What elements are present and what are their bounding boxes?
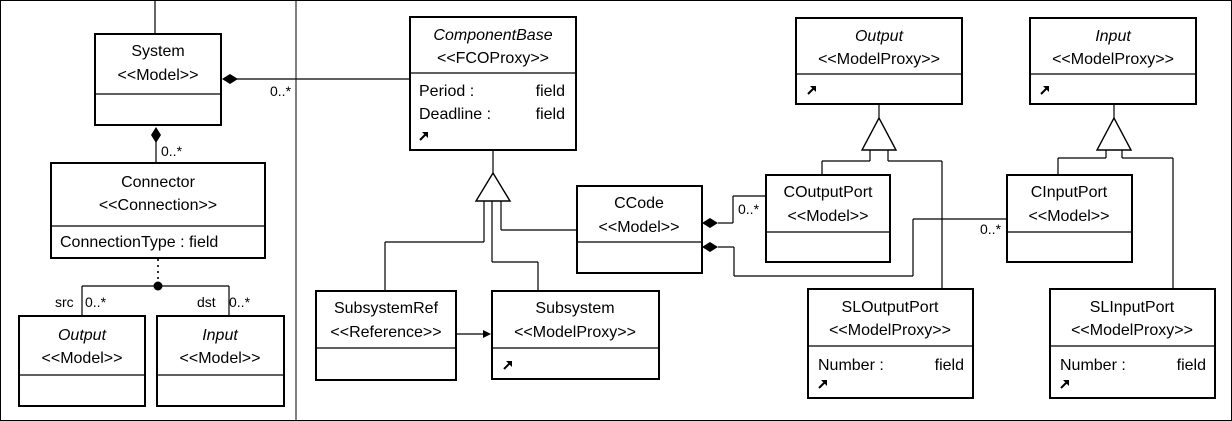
mult-ccode-cinput: 0..* [980, 221, 1002, 237]
north-east-arrow-icon [1040, 86, 1049, 95]
class-stereotype: <<ModelProxy>> [514, 324, 636, 341]
mult-dst: 0..* [229, 294, 251, 310]
north-east-arrow-icon [419, 132, 428, 141]
class-stereotype: <<ModelProxy>> [829, 322, 951, 339]
attr-period-name: Period : [419, 83, 474, 100]
class-slinputport[interactable]: SLInputPort <<ModelProxy>> Number : fiel… [1049, 288, 1216, 399]
generalization-triangle-output [860, 116, 898, 151]
class-stereotype: <<FCOProxy>> [437, 50, 549, 67]
class-name: SubsystemRef [334, 300, 439, 317]
composition-diamond-system-component [222, 74, 238, 84]
class-stereotype: <<ModelProxy>> [1052, 51, 1174, 68]
class-stereotype: <<Model>> [118, 67, 199, 84]
north-east-arrow-icon [818, 380, 827, 389]
reference-arrowhead [483, 330, 491, 338]
attr-period-type: field [536, 83, 565, 100]
class-stereotype: <<Model>> [599, 219, 680, 236]
class-subsystem[interactable]: Subsystem <<ModelProxy>> [491, 290, 660, 380]
class-coutputport[interactable]: COutputPort <<Model>> [765, 174, 891, 263]
class-name: SLOutputPort [842, 299, 940, 316]
attr-number-type: field [935, 357, 964, 374]
class-connector[interactable]: Connector <<Connection>> ConnectionType … [50, 162, 266, 259]
class-name: System [131, 43, 184, 60]
class-output-left[interactable]: Output <<Model>> [18, 315, 146, 407]
class-name: COutputPort [784, 184, 873, 201]
class-componentbase[interactable]: ComponentBase <<FCOProxy>> Period : fiel… [409, 16, 577, 151]
north-east-arrow-icon [1060, 380, 1069, 389]
attr-deadline-type: field [536, 106, 565, 123]
attr-number-name: Number : [818, 357, 884, 374]
class-name: ComponentBase [433, 27, 552, 44]
north-east-arrow-icon [503, 361, 512, 370]
class-stereotype: <<Model>> [180, 350, 261, 367]
class-cinputport[interactable]: CInputPort <<Model>> [1006, 174, 1133, 263]
class-attribute: ConnectionType : field [60, 234, 218, 251]
mult-system-connector: 0..* [161, 143, 183, 159]
class-input-left[interactable]: Input <<Model>> [156, 315, 285, 407]
class-name: Output [855, 28, 904, 45]
class-name: Input [1095, 28, 1131, 45]
class-stereotype: <<Model>> [1029, 208, 1110, 225]
mult-src: 0..* [85, 294, 107, 310]
composition-diamond-ccode-coutput [702, 218, 718, 228]
mult-system-component: 0..* [270, 83, 292, 99]
attr-number-name: Number : [1060, 357, 1126, 374]
class-stereotype: <<ModelProxy>> [818, 51, 940, 68]
class-name: CCode [614, 195, 664, 212]
class-stereotype: <<ModelProxy>> [1071, 322, 1193, 339]
class-stereotype: <<Model>> [788, 208, 869, 225]
attr-deadline-name: Deadline : [419, 106, 491, 123]
class-name: CInputPort [1031, 184, 1108, 201]
class-name: Subsystem [535, 300, 614, 317]
class-stereotype: <<Model>> [42, 350, 123, 367]
composition-diamond-system-connector [151, 127, 161, 143]
composition-diamond-ccode-cinput [702, 242, 718, 252]
attr-number-type: field [1177, 357, 1206, 374]
generalization-triangle-componentbase [474, 171, 512, 202]
role-dst: dst [197, 294, 216, 310]
class-output-proxy[interactable]: Output <<ModelProxy>> [795, 17, 963, 105]
north-east-arrow-icon [807, 86, 816, 95]
class-name: Output [58, 327, 107, 344]
class-stereotype: <<Connection>> [99, 197, 217, 214]
role-src: src [55, 294, 74, 310]
class-subsystemref[interactable]: SubsystemRef <<Reference>> [315, 290, 457, 381]
class-input-proxy[interactable]: Input <<ModelProxy>> [1029, 17, 1197, 105]
class-sloutputport[interactable]: SLOutputPort <<ModelProxy>> Number : fie… [807, 288, 974, 399]
class-name: Connector [121, 174, 195, 191]
class-name: Input [202, 327, 238, 344]
association-node [153, 281, 163, 291]
mult-ccode-coutput: 0..* [738, 201, 760, 217]
connections [81, 0, 1174, 335]
generalization-triangle-input [1095, 116, 1133, 151]
class-stereotype: <<Reference>> [330, 324, 441, 341]
class-ccode[interactable]: CCode <<Model>> [576, 185, 703, 274]
class-name: SLInputPort [1090, 299, 1175, 316]
class-system[interactable]: System <<Model>> [94, 33, 222, 126]
